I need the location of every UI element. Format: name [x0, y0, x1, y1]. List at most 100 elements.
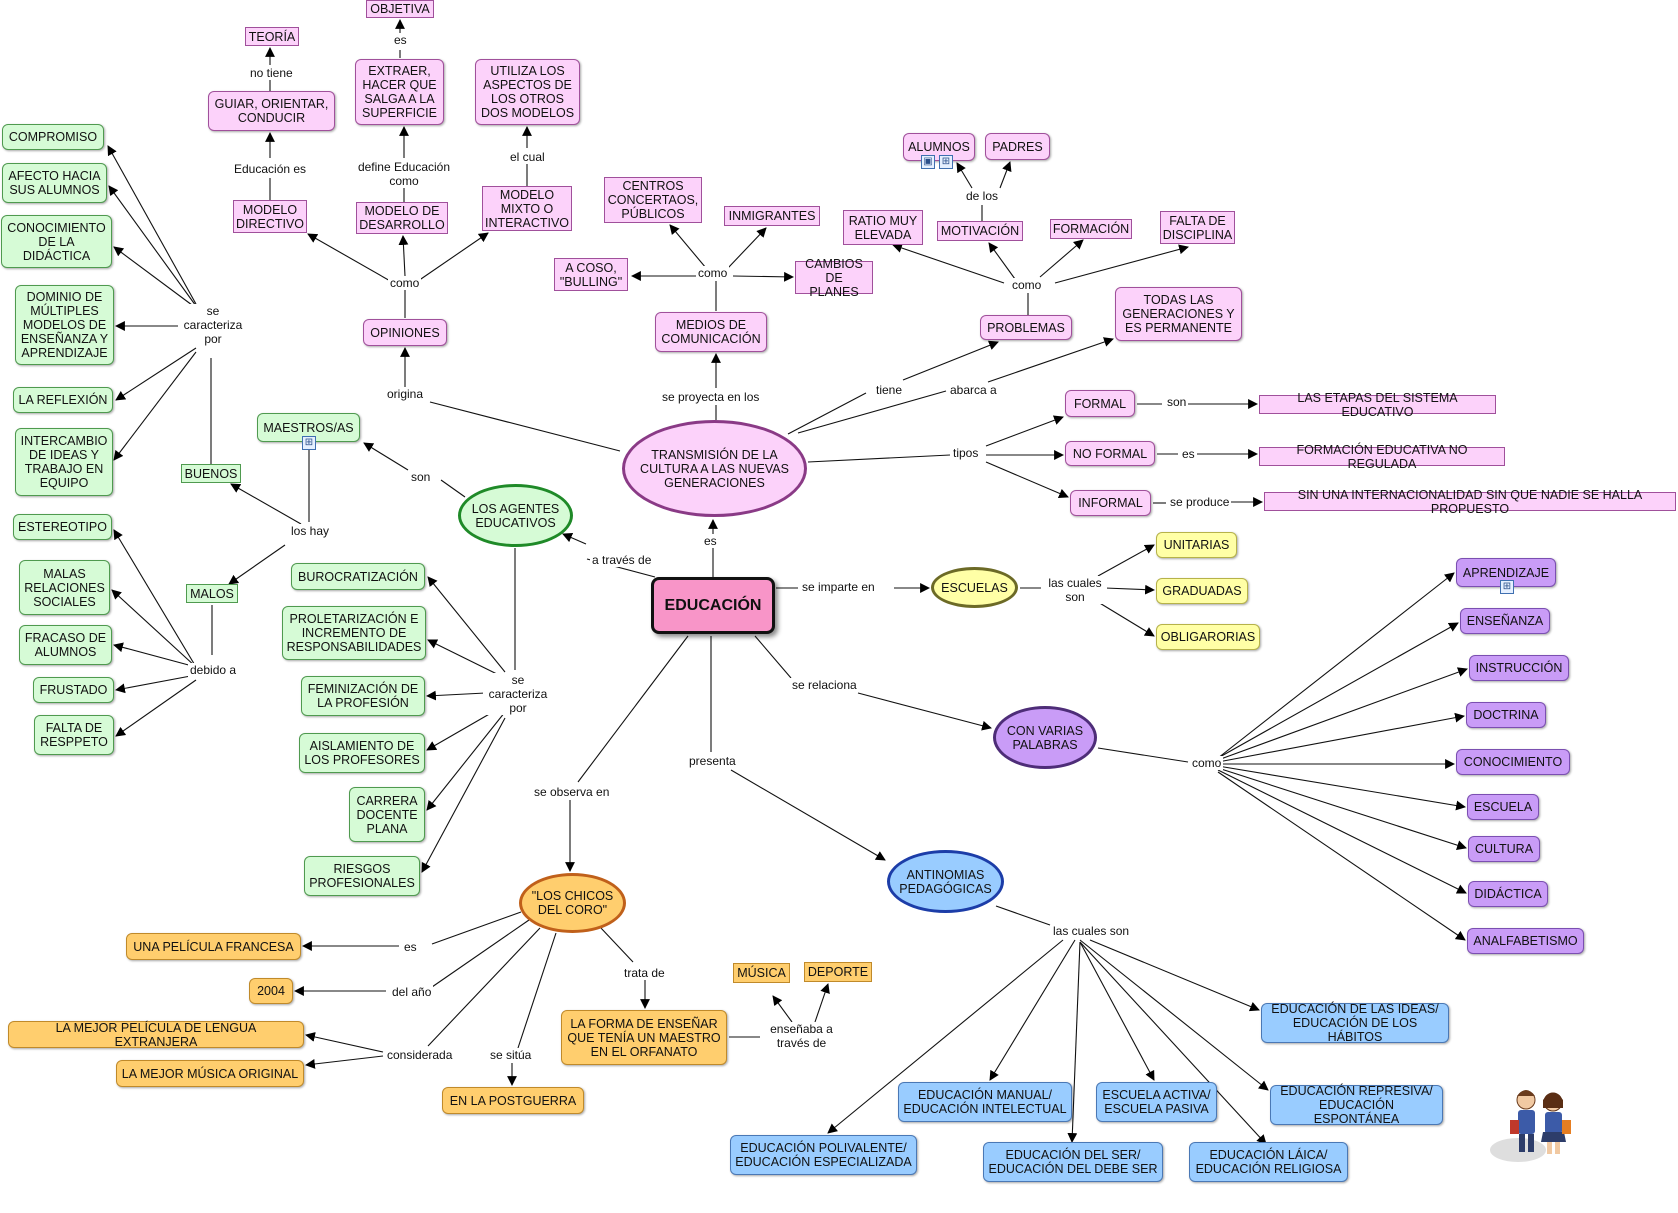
node-inmigrantes[interactable]: INMIGRANTES: [724, 206, 820, 226]
node-manual-intelectual[interactable]: EDUCACIÓN MANUAL/ EDUCACIÓN INTELECTUAL: [898, 1082, 1072, 1122]
node-pelicula-francesa[interactable]: UNA PELÍCULA FRANCESA: [126, 933, 301, 960]
node-obligatorias[interactable]: OBLIGARORIAS: [1156, 624, 1260, 650]
connector-line: [1217, 767, 1467, 850]
node-no-formal[interactable]: NO FORMAL: [1065, 441, 1155, 466]
node-didactica[interactable]: DIDÁCTICA: [1468, 881, 1548, 907]
node-objetiva[interactable]: OBJETIVA: [366, 0, 434, 18]
node-riesgos[interactable]: RIESGOS PROFESIONALES: [304, 856, 420, 896]
connector-line: [727, 227, 767, 269]
node-motivacion[interactable]: MOTIVACIÓN: [937, 221, 1023, 241]
node-sin-intencion[interactable]: SIN UNA INTERNACIONALIDAD SIN QUE NADIE …: [1264, 488, 1676, 516]
node-forma-ensenar[interactable]: LA FORMA DE ENSEÑAR QUE TENÍA UN MAESTRO…: [561, 1010, 727, 1065]
node-anio-2004[interactable]: 2004: [249, 978, 293, 1004]
node-dominio[interactable]: DOMINIO DE MÚLTIPLES MODELOS DE ENSEÑANZ…: [15, 285, 114, 365]
node-formacion[interactable]: FORMACIÓN: [1050, 219, 1132, 239]
image-resource-icon[interactable]: ▣: [921, 155, 935, 169]
connector-line: [517, 932, 557, 1049]
node-agentes-educativos[interactable]: LOS AGENTES EDUCATIVOS: [458, 484, 573, 547]
node-transmision[interactable]: TRANSMISIÓN DE LA CULTURA A LAS NUEVAS G…: [622, 420, 807, 517]
node-ideas-habitos[interactable]: EDUCACIÓN DE LAS IDEAS/ EDUCACIÓN DE LOS…: [1261, 1002, 1449, 1044]
node-medios[interactable]: MEDIOS DE COMUNICACIÓN: [655, 312, 767, 352]
node-formacion-nr[interactable]: FORMACIÓN EDUCATIVA NO REGULADA: [1259, 443, 1505, 471]
node-etapas[interactable]: LAS ETAPAS DEL SISTEMA EDUCATIVO: [1259, 391, 1496, 419]
root-node-educacion[interactable]: EDUCACIÓN: [651, 577, 775, 634]
node-unitarias[interactable]: UNITARIAS: [1156, 532, 1237, 558]
node-todas[interactable]: TODAS LAS GENERACIONES Y ES PERMANENTE: [1115, 287, 1242, 341]
node-buenos[interactable]: BUENOS: [181, 464, 241, 483]
node-proletarizacion[interactable]: PROLETARIZACIÓN E INCREMENTO DE RESPONSA…: [282, 606, 426, 660]
connector-line: [577, 635, 689, 783]
connector-line: [956, 162, 973, 189]
node-cambios[interactable]: CAMBIOS DE PLANES: [795, 257, 873, 299]
node-frustrado[interactable]: FRUSTADO: [33, 677, 114, 703]
node-falta-respeto[interactable]: FALTA DE RESPPETO: [34, 715, 114, 755]
node-activa-pasiva[interactable]: ESCUELA ACTIVA/ ESCUELA PASIVA: [1096, 1082, 1217, 1122]
node-aislamiento[interactable]: AISLAMIENTO DE LOS PROFESORES: [299, 733, 425, 773]
node-estereotipo[interactable]: ESTEREOTIPO: [13, 514, 112, 540]
connector-line: [113, 529, 197, 668]
connector-line: [398, 235, 409, 277]
node-represiva-espontanea[interactable]: EDUCACIÓN REPRESIVA/ EDUCACIÓN ESPONTÁNE…: [1270, 1084, 1443, 1126]
node-con-varias-palabras[interactable]: CON VARIAS PALABRAS: [993, 706, 1097, 769]
node-conocimiento[interactable]: CONOCIMIENTO: [1456, 749, 1570, 775]
node-guiar[interactable]: GUIAR, ORIENTAR, CONDUCIR: [208, 91, 335, 131]
sub-map-icon[interactable]: ⊞: [302, 436, 316, 450]
node-problemas[interactable]: PROBLEMAS: [980, 315, 1072, 340]
node-compromiso[interactable]: COMPROMISO: [2, 124, 104, 150]
node-fracaso[interactable]: FRACASO DE ALUMNOS: [19, 625, 112, 665]
node-utiliza[interactable]: UTILIZA LOS ASPECTOS DE LOS OTROS DOS MO…: [475, 59, 580, 125]
node-graduadas[interactable]: GRADUADAS: [1156, 578, 1248, 604]
node-malas-relaciones[interactable]: MALAS RELACIONES SOCIALES: [19, 560, 110, 615]
node-modelo-desarrollo[interactable]: MODELO DE DESARROLLO: [356, 202, 448, 234]
node-modelo-directivo[interactable]: MODELO DIRECTIVO: [233, 200, 307, 233]
node-centros[interactable]: CENTROS CONCERTAOS, PÚBLICOS: [604, 177, 702, 223]
node-escuela[interactable]: ESCUELA: [1467, 794, 1539, 820]
node-conocimiento-didactica[interactable]: CONOCIMIENTO DE LA DIDÁCTICA: [1, 215, 112, 268]
node-cultura[interactable]: CULTURA: [1468, 836, 1540, 862]
node-teoria[interactable]: TEORÍA: [245, 27, 299, 46]
node-polivalente-especializada[interactable]: EDUCACIÓN POLIVALENTE/ EDUCACIÓN ESPECIA…: [730, 1135, 917, 1175]
node-falta-disciplina[interactable]: FALTA DE DISCIPLINA: [1160, 211, 1235, 244]
node-laica-religiosa[interactable]: EDUCACIÓN LÁICA/ EDUCACIÓN RELIGIOSA: [1189, 1142, 1348, 1182]
node-analfabetismo[interactable]: ANALFABETISMO: [1467, 928, 1584, 954]
node-mejor-pelicula[interactable]: LA MEJOR PELÍCULA DE LENGUA EXTRANJERA: [8, 1021, 304, 1049]
node-afecto[interactable]: AFECTO HACIA SUS ALUMNOS: [2, 163, 107, 203]
node-mejor-musica[interactable]: LA MEJOR MÚSICA ORIGINAL: [116, 1060, 304, 1087]
node-feminizacion[interactable]: FEMINIZACIÓN DE LA PROFESIÓN: [301, 676, 425, 716]
connector-line: [307, 233, 393, 283]
connector-line: [1079, 941, 1267, 1145]
node-musica[interactable]: MÚSICA: [733, 963, 790, 983]
node-informal[interactable]: INFORMAL: [1070, 490, 1151, 516]
node-doctrina[interactable]: DOCTRINA: [1466, 702, 1546, 728]
link-como-problemas: como: [1010, 278, 1044, 292]
node-padres[interactable]: PADRES: [985, 133, 1050, 160]
link-tipos: tipos: [951, 446, 981, 460]
node-formal[interactable]: FORMAL: [1065, 390, 1135, 417]
node-ser-debe-ser[interactable]: EDUCACIÓN DEL SER/ EDUCACIÓN DEL DEBE SE…: [983, 1142, 1163, 1182]
node-carrera[interactable]: CARRERA DOCENTE PLANA: [349, 787, 425, 842]
node-postguerra[interactable]: EN LA POSTGUERRA: [442, 1087, 584, 1114]
node-los-chicos-del-coro[interactable]: "LOS CHICOS DEL CORO": [519, 873, 626, 933]
connector-line: [305, 1032, 384, 1053]
node-maestros[interactable]: MAESTROS/AS: [257, 413, 360, 442]
node-ensenanza[interactable]: ENSEÑANZA: [1460, 608, 1550, 634]
node-intercambio[interactable]: INTERCAMBIO DE IDEAS Y TRABAJO EN EQUIPO: [15, 428, 113, 496]
sub-map-icon[interactable]: ⊞: [1500, 580, 1514, 594]
node-instruccion[interactable]: INSTRUCCIÓN: [1469, 655, 1569, 681]
node-escuelas[interactable]: ESCUELAS: [931, 567, 1018, 608]
link-es-noformal: es: [1180, 447, 1197, 461]
node-deporte[interactable]: DEPORTE: [804, 962, 872, 982]
node-burocratizacion[interactable]: BUROCRATIZACIÓN: [291, 563, 425, 590]
connector-line: [985, 415, 1064, 447]
node-extraer[interactable]: EXTRAER, HACER QUE SALGA A LA SUPERFICIE: [355, 59, 444, 125]
connector-line: [113, 246, 197, 309]
connector-line: [115, 674, 197, 694]
node-opiniones[interactable]: OPINIONES: [363, 319, 447, 346]
sub-map-icon[interactable]: ⊞: [939, 155, 953, 169]
node-antinomias[interactable]: ANTINOMIAS PEDAGÓGICAS: [887, 850, 1004, 913]
node-reflexion[interactable]: LA REFLEXIÓN: [13, 387, 113, 413]
node-ratio[interactable]: RATIO MUY ELEVADA: [843, 210, 923, 245]
node-malos[interactable]: MALOS: [186, 584, 238, 603]
node-acoso[interactable]: A COSO, "BULLING": [554, 258, 628, 291]
node-modelo-mixto[interactable]: MODELO MIXTO O INTERACTIVO: [482, 186, 572, 231]
